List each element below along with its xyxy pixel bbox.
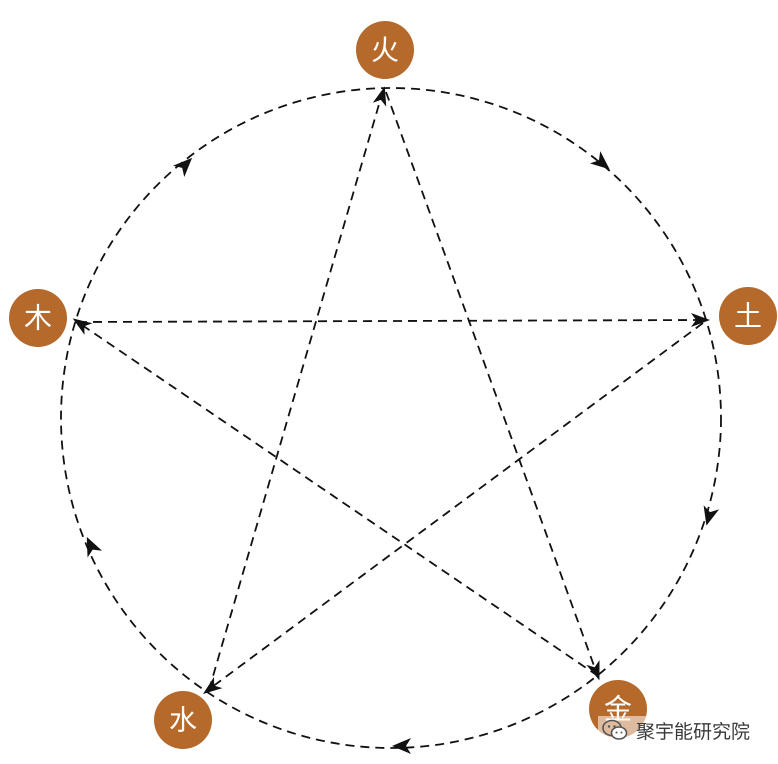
watermark: 聚宇能研究院 <box>597 716 754 744</box>
node-earth-label: 土 <box>734 300 762 333</box>
arrowhead-wood-to-fire <box>172 157 193 178</box>
node-water: 水 <box>154 691 212 749</box>
node-water-circle <box>154 691 212 749</box>
line-fire-to-metal <box>385 91 598 675</box>
arrowhead-to-metal <box>586 660 600 681</box>
line-metal-to-wood <box>78 322 599 677</box>
node-earth-circle <box>719 287 777 345</box>
node-wood: 木 <box>9 289 67 347</box>
node-fire-circle <box>356 21 414 79</box>
arrowhead-fire-to-earth <box>589 151 610 170</box>
node-wood-label: 木 <box>24 302 52 335</box>
node-water-label: 水 <box>169 704 197 737</box>
node-wood-circle <box>9 289 67 347</box>
arrowhead-water-to-wood <box>86 536 103 558</box>
arrowhead-to-earth <box>691 313 710 327</box>
line-wood-to-earth <box>77 319 704 323</box>
line-earth-to-water <box>207 322 704 691</box>
watermark-text: 聚宇能研究院 <box>635 720 750 743</box>
wechat-icon <box>602 719 628 740</box>
node-fire: 火 <box>356 21 414 79</box>
line-water-to-fire <box>208 93 383 691</box>
node-fire-label: 火 <box>371 34 399 67</box>
node-earth: 土 <box>719 287 777 345</box>
generating-cycle-circle <box>60 87 722 749</box>
arrowhead-to-wood <box>72 318 93 335</box>
arrowhead-to-fire <box>372 86 387 107</box>
arrowhead-metal-to-water <box>392 738 411 754</box>
arrowhead-to-water <box>203 676 223 695</box>
arrowhead-earth-to-metal <box>703 505 720 526</box>
